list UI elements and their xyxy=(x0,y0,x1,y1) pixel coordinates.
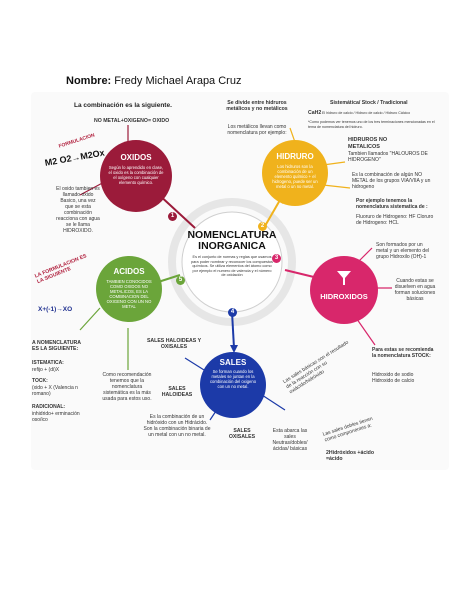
sales-oxisales-title: SALES OXISALES xyxy=(228,428,256,440)
hidroxidos-side-note: Cuando estas se disuelven en agua forman… xyxy=(394,278,436,302)
acidos-body: TAMBIEN CONOCIDOS COMO OXIDOS NO METALIC… xyxy=(106,279,152,309)
hidroxidos-title: HIDROXIDOS xyxy=(320,292,368,301)
sales-haloideas-title: SALES HALOIDEAS xyxy=(161,386,193,398)
center-title-line2: INORGANICA xyxy=(198,240,266,252)
oxidos-title: OXIDOS xyxy=(120,153,152,162)
hidroxidos-node: HIDROXIDOS xyxy=(310,256,378,324)
sales-badge: 4 xyxy=(228,308,237,317)
sales-formula-text: 2Hidróxidos +ácido =ácido xyxy=(326,450,374,462)
oxidos-formula-line: NO METAL+OXIGENO= OXIDO xyxy=(94,118,170,124)
hidruro-systematic-title: Sistemática/ Stock / Tradicional xyxy=(330,100,408,106)
hidruro-nometal-title: HIDRUROS NO METALICOS xyxy=(348,137,388,150)
hidruro-side-note: Los metálicos llevan como nomenclatura p… xyxy=(227,124,287,136)
oxidos-badge: 1 xyxy=(168,212,177,221)
hidruro-nometal-sub: Tambien llamados "HALOUROS DE HIDROGENO" xyxy=(348,151,428,163)
hidruro-ejemplo-title: Por ejemplo tenemos la nomenclatura sist… xyxy=(356,198,428,210)
arrow-to-sales xyxy=(231,311,235,349)
student-name: Fredy Michael Arapa Cruz xyxy=(114,75,242,87)
hidruro-stock-note: *Como podemos ver tenemos uno de los tre… xyxy=(308,120,435,129)
arrow-to-hidruro xyxy=(264,199,281,227)
hidroxidos-stock-ex: Hidroxido de sodio Hidroxido de calcio xyxy=(372,372,415,384)
oxidos-heading: La combinación es la siguiente. xyxy=(74,102,172,109)
hidruro-cah2: CaH2 xyxy=(308,110,322,116)
acidos-sistematica-title: ISTEMATICA: xyxy=(32,360,64,366)
hidruro-body: Los hidruros son la combinación de un el… xyxy=(272,164,318,189)
acidos-stock-title: TOCK: xyxy=(32,378,48,384)
sales-haloideas-label: SALES HALOIDEAS Y OXISALES xyxy=(146,338,202,350)
hidruro-badge: 2 xyxy=(258,222,267,231)
acidos-badge: 5 xyxy=(176,276,185,285)
hidroxidos-stock-title: Para estas se recomienda la nomenclatura… xyxy=(372,347,434,359)
acidos-node: ACIDOS TAMBIEN CONOCIDOS COMO OXIDOS NO … xyxy=(96,256,162,322)
oxidos-node: OXIDOS Según lo aprendido en clase, el o… xyxy=(100,140,172,212)
sales-body: Se forman cuando los metales se juntan e… xyxy=(209,369,257,389)
center-desc: Es el conjunto de normas y reglas que us… xyxy=(191,255,273,278)
acidos-radicional-text: inhidrido+ erminación oso/ico xyxy=(32,411,80,423)
hidroxidos-badge: 3 xyxy=(272,254,281,263)
acidos-formula: X+(-1)→XO xyxy=(38,306,73,313)
arrowhead-sales xyxy=(230,345,238,353)
acidos-radicional-title: RADICIONAL: xyxy=(32,404,66,410)
oxidos-body: Según lo aprendido en clase, el oxido es… xyxy=(108,165,164,185)
acidos-recommend: Como recomendación tenemos que la nomenc… xyxy=(102,372,152,402)
hidroxidos-top-note: Son formados por un metal y un elemento … xyxy=(376,242,430,260)
acidos-stock-text: (xido + X (Valencia n romano) xyxy=(32,385,78,397)
sales-haloideas-text: Es la combinación de un hidróxido con un… xyxy=(143,414,211,438)
acidos-title: ACIDOS xyxy=(113,267,145,276)
oxidos-side-note: El oxido tambien es llamado oxido Basico… xyxy=(56,186,100,234)
hidruro-top-note: Se divide entre hidruros metálicos y no … xyxy=(226,100,288,112)
funnel-icon xyxy=(337,271,351,285)
leader-acidos-left xyxy=(79,307,101,331)
sales-node: SALES Se forman cuando los metales se ju… xyxy=(200,352,266,418)
leader-hidruro-right2 xyxy=(322,184,351,189)
sales-title: SALES xyxy=(219,358,247,367)
student-name-line: Nombre: Fredy Michael Arapa Cruz xyxy=(66,75,241,87)
acidos-sistematica-text: refijo + (di)X xyxy=(32,367,60,373)
hidruro-node: HIDRURO Los hidruros son la combinación … xyxy=(262,140,328,206)
hidruro-cah2-text: El hidruro de calcio / Hidruro de calcio… xyxy=(322,111,411,115)
center-title-line1: NOMENCLATURA xyxy=(187,229,277,241)
leader-sales-right xyxy=(261,394,286,411)
hidruro-ejemplo-text: Fluoruro de Hidrogeno: HF Cloruro de Hid… xyxy=(356,214,434,226)
hidruro-title: HIDRURO xyxy=(276,152,314,161)
sales-oxisales-text: Esta abarca las sales Neutras/dobles/áci… xyxy=(272,428,308,452)
hidruro-grupo-text: Es la combinación de algún NO METAL de l… xyxy=(352,172,431,190)
name-label: Nombre: xyxy=(66,75,112,87)
acidos-nomen-title: A NOMENCLATURA ES LA SIGUIENTE: xyxy=(32,340,81,352)
